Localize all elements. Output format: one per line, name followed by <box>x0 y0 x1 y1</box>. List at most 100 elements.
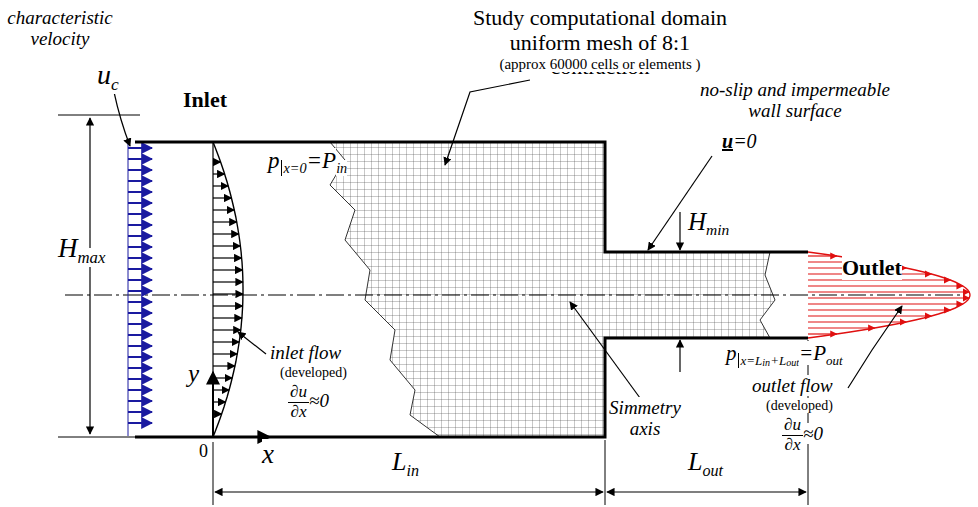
uniform-inlet-arrow <box>128 246 152 248</box>
uniform-inlet-arrow <box>128 389 152 391</box>
inlet-profile-arrow <box>213 161 221 162</box>
channel-wall <box>135 142 808 252</box>
label-text: Simmetry axis <box>609 397 681 439</box>
uniform-inlet-arrow <box>128 169 152 171</box>
leader-line <box>114 92 130 146</box>
uniform-inlet-arrow <box>128 147 152 149</box>
outlet-profile-arrow <box>808 315 931 316</box>
inlet-profile-curve <box>213 142 243 437</box>
uniform-inlet-base <box>128 144 129 436</box>
label-text: outlet flow <box>752 375 833 396</box>
annotation: Hmax <box>58 234 105 267</box>
label-text: characteristic velocity <box>7 7 113 49</box>
channel-wall <box>135 338 808 437</box>
label-text: (approx 60000 cells or elements ) <box>499 56 700 72</box>
uniform-inlet-arrow <box>128 290 152 292</box>
inlet-profile-arrow <box>213 341 239 342</box>
axis-arrow <box>212 372 214 437</box>
annotation: Lout <box>688 448 723 479</box>
annotation: Study computational domain <box>465 6 735 30</box>
inlet-profile-arrow <box>213 365 235 366</box>
outlet-profile-arrow <box>808 327 875 328</box>
inlet-profile-arrow <box>213 413 222 414</box>
leader-line <box>238 332 266 354</box>
label-text: x <box>262 439 274 469</box>
inlet-profile-arrow <box>213 233 239 234</box>
inlet-profile-arrow <box>213 221 237 222</box>
annotation: Inlet <box>183 88 227 112</box>
dimension-line <box>58 115 140 437</box>
uniform-inlet-arrow <box>128 191 152 193</box>
uniform-inlet-arrow <box>128 202 152 204</box>
annotation: uc <box>97 60 119 94</box>
outlet-profile-arrow <box>808 291 969 292</box>
inlet-profile-arrow <box>213 245 240 246</box>
dimension-line <box>213 340 808 505</box>
label-text: p <box>268 148 280 173</box>
annotation: y <box>188 360 199 388</box>
annotation: Lin <box>392 448 419 479</box>
inlet-profile-arrow <box>213 209 234 210</box>
mesh-region <box>330 142 775 437</box>
label-text: in <box>762 357 770 368</box>
uniform-inlet-arrow <box>128 378 152 380</box>
uniform-inlet-arrow <box>128 323 152 325</box>
annotation: (approx 60000 cells or elements ) <box>465 56 735 73</box>
label-text: L <box>688 447 702 476</box>
uniform-inlet-arrow <box>128 279 152 281</box>
label-text: L <box>392 447 406 476</box>
inlet-profile-arrow <box>213 197 231 198</box>
annotation: Simmetry axis <box>600 398 690 440</box>
uniform-inlet-arrow <box>128 180 152 182</box>
inlet-profile-arrow <box>213 281 243 282</box>
annotation: px=0=Pin <box>268 148 347 177</box>
inlet-profile-arrow <box>213 173 225 174</box>
label-text: inlet flow <box>270 342 341 363</box>
inlet-profile-arrow <box>213 293 243 294</box>
label-text: +L <box>770 353 786 368</box>
label-text: min <box>706 221 729 238</box>
uniform-inlet-arrow <box>128 213 152 215</box>
annotation: outlet flow <box>752 376 833 397</box>
label-text: ∂u <box>782 416 803 436</box>
symmetry-axis <box>65 294 965 295</box>
label-text: Study computational domain <box>473 5 727 30</box>
uniform-inlet-arrow <box>128 422 152 424</box>
annotation: characteristic velocity <box>6 8 114 50</box>
dimension-arrow <box>679 212 680 250</box>
uniform-inlet-arrow <box>128 367 152 369</box>
label-text: x=0 <box>281 160 307 176</box>
inlet-profile-arrow <box>213 389 229 390</box>
label-text: in <box>336 160 347 176</box>
label-text: out <box>786 357 799 368</box>
outlet-profile-arrow <box>808 309 950 310</box>
label-text: ∂u <box>288 383 309 403</box>
annotation: px=Lin+Lout=Pout <box>726 342 843 368</box>
annotation: Outlet <box>842 256 902 280</box>
fraction: ∂u∂x <box>782 416 803 455</box>
uniform-inlet-arrow <box>128 235 152 237</box>
label-text: 0 <box>199 441 208 461</box>
label-text: ∂x <box>288 403 308 422</box>
label-text: H <box>58 233 78 263</box>
dimension-arrow <box>89 118 90 434</box>
inlet-profile-arrow <box>213 257 242 258</box>
label-text: y <box>188 360 199 387</box>
uniform-inlet-arrow <box>128 411 152 413</box>
label-text: Inlet <box>183 87 227 112</box>
label-text: H <box>688 208 706 235</box>
inlet-profile-arrow <box>213 377 232 378</box>
annotation: inlet flow <box>270 343 341 364</box>
inlet-profile-arrow <box>213 401 226 402</box>
uniform-inlet-arrow <box>128 345 152 347</box>
dimension-arrow <box>607 491 806 492</box>
label-text: ≈0 <box>309 390 329 411</box>
label-text: (developed) <box>280 365 347 380</box>
annotation: ∂u∂x≈0 <box>288 383 329 422</box>
leader-line <box>848 306 902 388</box>
outlet-profile-arrow <box>808 285 963 286</box>
axis-arrow <box>213 436 270 438</box>
uniform-inlet-arrow <box>128 400 152 402</box>
leader-line <box>648 156 712 250</box>
